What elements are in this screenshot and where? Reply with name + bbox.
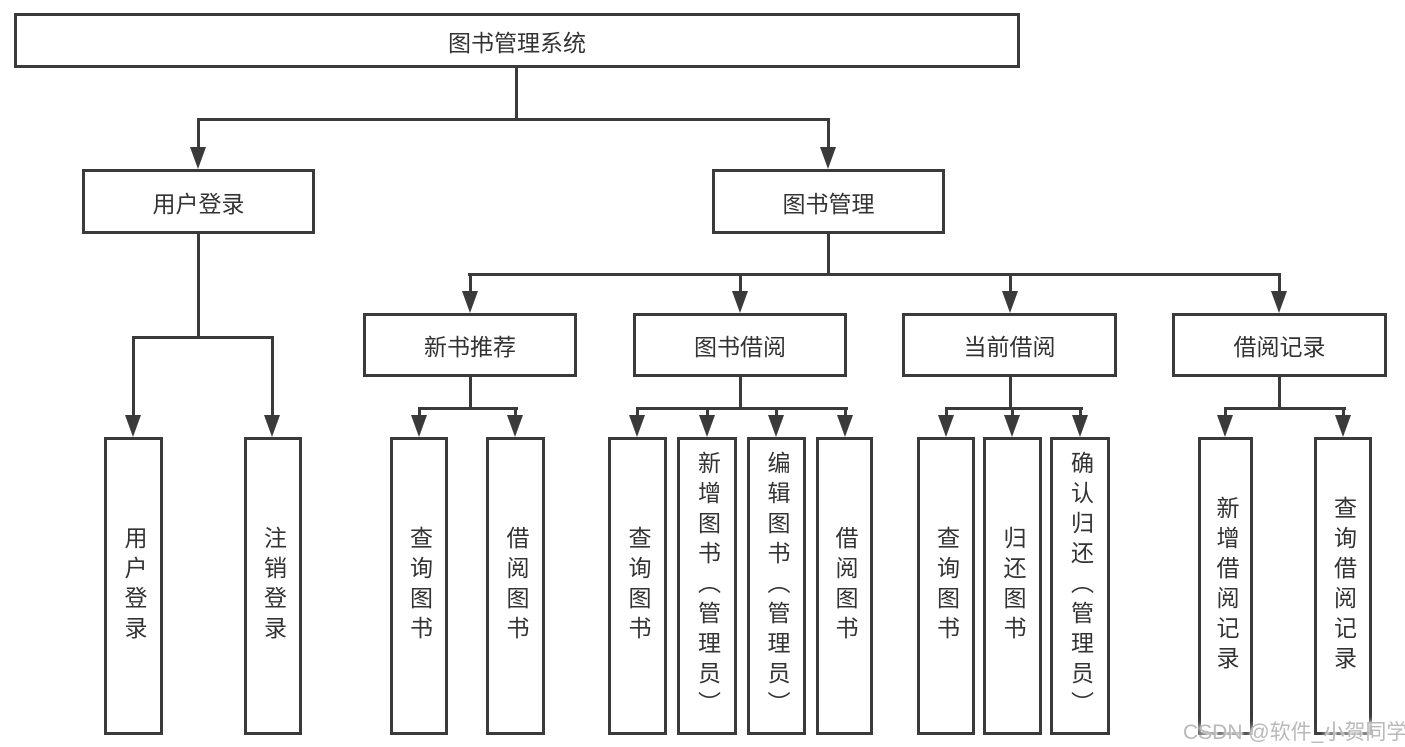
- arrowhead-down: [699, 415, 715, 437]
- leaf-add-book-admin: 新增图书（管理员）: [677, 437, 737, 735]
- edge-records-stem: [1278, 377, 1281, 407]
- edge-current-stem: [1009, 377, 1012, 407]
- leaf-user-login: 用户登录: [104, 437, 163, 735]
- arrowhead-down: [732, 291, 748, 313]
- edge-current-branch: [945, 407, 1083, 410]
- node-user-login: 用户登录: [82, 169, 315, 234]
- node-new-book-recommend-label: 新书推荐: [424, 334, 516, 360]
- edge-newbook-stem: [469, 377, 472, 407]
- leaf-borrow-query-books: 查询图书: [608, 437, 667, 735]
- edge-login-branch: [132, 336, 273, 339]
- leaf-newbook-query-books-label: 查询图书: [406, 526, 433, 646]
- edge-borrow-stem: [739, 377, 742, 407]
- node-book-borrowing: 图书借阅: [633, 313, 847, 377]
- leaf-add-book-admin-label: 新增图书（管理员）: [694, 451, 721, 721]
- arrowhead-down: [1217, 415, 1233, 437]
- arrowhead-down: [1002, 291, 1018, 313]
- node-borrowing-records: 借阅记录: [1172, 313, 1387, 377]
- node-root: 图书管理系统: [14, 13, 1020, 68]
- edge-bookmgmt-stem: [827, 233, 830, 275]
- node-book-management: 图书管理: [712, 169, 945, 234]
- edge-bookmgmt-branch: [468, 273, 1281, 276]
- arrowhead-down: [190, 147, 206, 169]
- edge-records-branch: [1224, 407, 1346, 410]
- edge-login-leaf2-stem: [271, 336, 274, 416]
- csdn-watermark: CSDN @软件_小贺同学: [1183, 721, 1405, 744]
- leaf-confirm-return-admin: 确认归还（管理员）: [1050, 437, 1110, 735]
- node-root-label: 图书管理系统: [448, 29, 586, 56]
- node-current-borrowing-label: 当前借阅: [963, 334, 1056, 360]
- leaf-logout: 注销登录: [244, 437, 302, 735]
- arrowhead-down: [125, 415, 141, 437]
- leaf-borrow-borrow-books: 借阅图书: [816, 437, 873, 735]
- leaf-newbook-borrow-books: 借阅图书: [486, 437, 545, 735]
- node-new-book-recommend: 新书推荐: [363, 313, 577, 377]
- leaf-logout-label: 注销登录: [260, 526, 287, 646]
- edge-to-records-stem: [1278, 273, 1281, 293]
- leaf-borrow-query-books-label: 查询图书: [625, 526, 651, 646]
- edge-root-stem: [515, 68, 518, 118]
- leaf-query-borrow-record: 查询借阅记录: [1314, 437, 1372, 735]
- edge-borrow-leaf2-stem: [706, 407, 709, 417]
- edge-current-leaf3-stem: [1079, 407, 1082, 417]
- leaf-edit-book-admin-label: 编辑图书（管理员）: [764, 451, 790, 721]
- node-book-management-label: 图书管理: [782, 190, 875, 217]
- edge-newbook-leaf1-stem: [418, 407, 421, 417]
- leaf-user-login-label: 用户登录: [121, 526, 147, 646]
- edge-login-leaf1-stem: [132, 336, 135, 416]
- edge-newbook-branch: [418, 407, 518, 410]
- node-user-login-label: 用户登录: [152, 190, 245, 217]
- node-book-borrowing-label: 图书借阅: [694, 334, 786, 360]
- edge-root-to-bookmgmt-stem: [827, 118, 830, 148]
- edge-records-leaf1-stem: [1224, 407, 1227, 417]
- edge-to-newbook-stem: [469, 273, 472, 293]
- leaf-newbook-query-books: 查询图书: [390, 437, 448, 735]
- arrowhead-down: [462, 291, 478, 313]
- edge-borrow-leaf4-stem: [844, 407, 847, 417]
- edge-borrow-branch: [636, 407, 848, 410]
- arrowhead-down: [411, 415, 427, 437]
- edge-current-leaf1-stem: [945, 407, 948, 417]
- leaf-add-borrow-record: 新增借阅记录: [1198, 437, 1253, 735]
- node-borrowing-records-label: 借阅记录: [1233, 334, 1326, 360]
- leaf-confirm-return-admin-label: 确认归还（管理员）: [1067, 451, 1094, 721]
- edge-borrow-leaf1-stem: [636, 407, 639, 417]
- leaf-return-books: 归还图书: [983, 437, 1042, 735]
- edge-root-branch: [197, 118, 830, 121]
- edge-root-to-login-stem: [197, 118, 200, 148]
- arrowhead-down: [1335, 415, 1351, 437]
- arrowhead-down: [938, 415, 954, 437]
- edge-login-stem: [197, 233, 200, 336]
- edge-to-current-stem: [1009, 273, 1012, 293]
- arrowhead-down: [837, 415, 853, 437]
- leaf-edit-book-admin: 编辑图书（管理员）: [747, 437, 806, 735]
- leaf-add-borrow-record-label: 新增借阅记录: [1213, 496, 1239, 676]
- leaf-current-query-books-label: 查询图书: [933, 526, 960, 646]
- edge-to-borrow-stem: [739, 273, 742, 293]
- arrowhead-down: [1072, 415, 1088, 437]
- node-current-borrowing: 当前借阅: [902, 313, 1117, 377]
- leaf-return-books-label: 归还图书: [1000, 526, 1026, 646]
- leaf-query-borrow-record-label: 查询借阅记录: [1330, 496, 1357, 676]
- leaf-borrow-borrow-books-label: 借阅图书: [832, 526, 858, 646]
- edge-borrow-leaf3-stem: [775, 407, 778, 417]
- arrowhead-down: [768, 415, 784, 437]
- arrowhead-down: [820, 147, 836, 169]
- arrowhead-down: [1004, 415, 1020, 437]
- arrowhead-down: [1271, 291, 1287, 313]
- leaf-current-query-books: 查询图书: [917, 437, 975, 735]
- edge-current-leaf2-stem: [1011, 407, 1014, 417]
- arrowhead-down: [629, 415, 645, 437]
- leaf-newbook-borrow-books-label: 借阅图书: [503, 526, 529, 646]
- edge-records-leaf2-stem: [1342, 407, 1345, 417]
- edge-newbook-leaf2-stem: [514, 407, 517, 417]
- arrowhead-down: [264, 415, 280, 437]
- arrowhead-down: [507, 415, 523, 437]
